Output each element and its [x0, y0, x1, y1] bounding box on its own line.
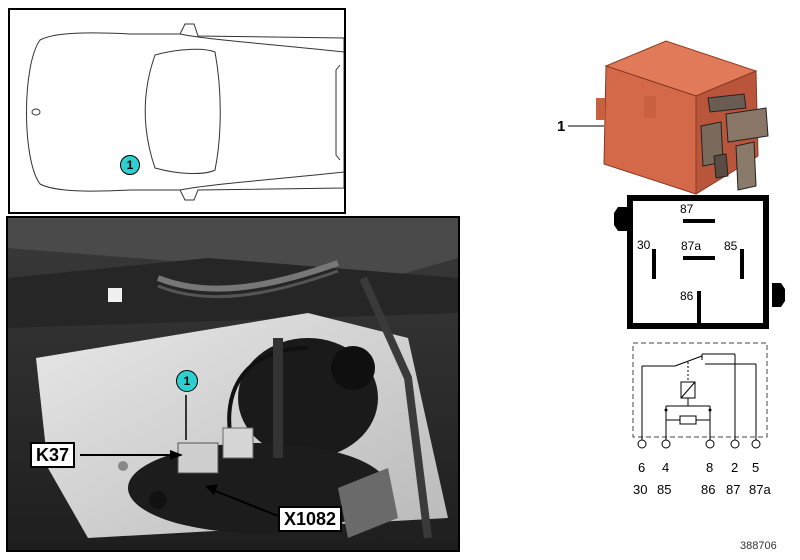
relay-image — [596, 40, 769, 195]
terminal-number-3: 8 — [706, 460, 714, 475]
car-outline — [26, 23, 345, 201]
pin-bar-87 — [683, 219, 715, 223]
terminal-number-1: 6 — [638, 460, 646, 475]
pin-label-85: 85 — [724, 239, 738, 253]
pin-bar-87a — [683, 256, 715, 260]
terminal-name-86: 86 — [701, 482, 716, 497]
label-k37: K37 — [30, 442, 76, 468]
relay-pinout-box: 87 30 87a 85 86 — [627, 195, 769, 329]
terminal-name-85: 85 — [657, 482, 672, 497]
car-callout-1: 1 — [120, 155, 140, 175]
photo-leader-lines — [80, 395, 279, 517]
terminal-number-4: 2 — [731, 460, 739, 475]
part-label: 1 — [557, 118, 566, 135]
pin-label-87a: 87a — [681, 239, 702, 253]
terminal-name-30: 30 — [633, 482, 648, 497]
pin-bar-30 — [652, 249, 656, 279]
pin-label-86: 86 — [680, 289, 694, 303]
terminal-name-87: 87 — [726, 482, 741, 497]
photo-callout-1: 1 — [176, 370, 198, 392]
relay-leader — [568, 125, 604, 127]
photo-scene — [8, 218, 458, 550]
installation-photo: 1 K37 X1082 — [6, 216, 460, 552]
car-location-panel: 1 — [8, 8, 346, 214]
terminal-number-5: 5 — [752, 460, 760, 475]
pin-bar-85 — [740, 249, 744, 279]
pinout-tabs — [614, 207, 785, 307]
relay-schematic — [632, 342, 768, 449]
car-callout-number: 1 — [126, 158, 134, 172]
pin-label-87: 87 — [680, 202, 694, 216]
terminal-number-2: 4 — [662, 460, 670, 475]
photo-callout-number: 1 — [183, 374, 191, 388]
diagram-id: 388706 — [740, 540, 777, 552]
terminal-name-87a: 87a — [749, 482, 771, 497]
label-x1082: X1082 — [278, 506, 343, 532]
pin-label-30: 30 — [637, 238, 651, 252]
pin-bar-86 — [697, 291, 701, 323]
